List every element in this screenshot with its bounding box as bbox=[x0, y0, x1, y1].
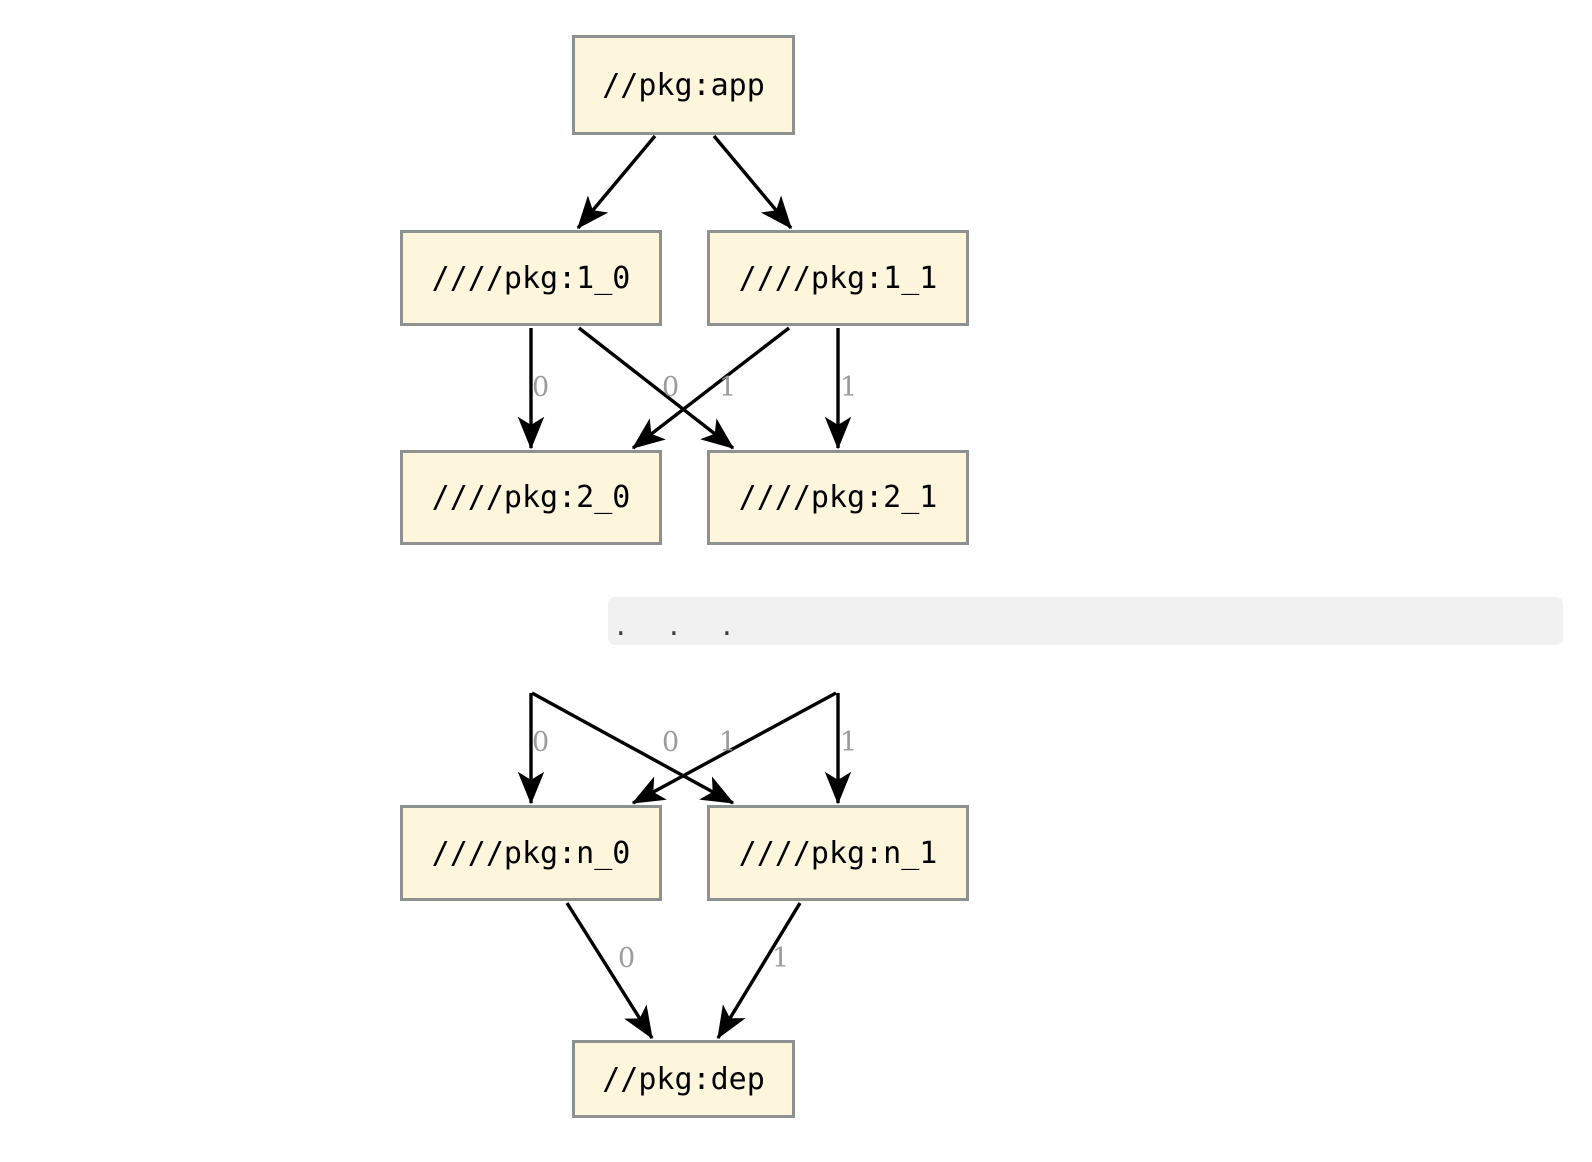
node-dep[interactable]: //pkg:dep bbox=[572, 1040, 795, 1118]
node-app[interactable]: //pkg:app bbox=[572, 35, 795, 135]
node-label: ////pkg:2_1 bbox=[738, 480, 938, 515]
edge-label-n_1-dep: 1 bbox=[772, 943, 790, 974]
edge-1_0-2_1 bbox=[577, 326, 735, 450]
node-nn_0[interactable]: ////pkg:n_0 bbox=[400, 805, 662, 901]
edge-label-x-n_1: 0 bbox=[662, 727, 680, 758]
edge-app-1_0 bbox=[576, 134, 657, 230]
edge-label-1_1-2_1: 1 bbox=[840, 372, 858, 403]
node-n2_0[interactable]: ////pkg:2_0 bbox=[400, 450, 662, 545]
node-n1_0[interactable]: ////pkg:1_0 bbox=[400, 230, 662, 326]
edge-paths bbox=[517, 134, 852, 1040]
edge-y-n_0 bbox=[631, 691, 837, 805]
node-label: //pkg:app bbox=[602, 67, 765, 103]
edge-app-1_1 bbox=[712, 134, 793, 230]
node-label: ////pkg:1_0 bbox=[431, 260, 631, 296]
edge-label-1_0-2_0: 0 bbox=[532, 372, 550, 403]
node-label: ////pkg:n_0 bbox=[431, 835, 631, 871]
node-n2_1[interactable]: ////pkg:2_1 bbox=[707, 450, 969, 545]
edge-label-1_0-2_1: 0 bbox=[662, 372, 680, 403]
ellipsis-separator-banner: . . . bbox=[608, 597, 1563, 645]
edge-n_0-dep bbox=[565, 902, 654, 1040]
node-nn_1[interactable]: ////pkg:n_1 bbox=[707, 805, 969, 901]
node-label: ////pkg:2_0 bbox=[431, 480, 631, 515]
edge-label-x-n_0: 0 bbox=[532, 727, 550, 758]
edge-label-n_0-dep: 0 bbox=[618, 943, 636, 974]
ellipsis-dots: . . . bbox=[616, 608, 749, 643]
edge-1_1-2_0 bbox=[631, 326, 791, 450]
node-label: //pkg:dep bbox=[602, 1061, 765, 1097]
edge-label-y-n_0: 1 bbox=[719, 727, 737, 758]
node-n1_1[interactable]: ////pkg:1_1 bbox=[707, 230, 969, 326]
edge-n_1-dep bbox=[716, 902, 802, 1040]
edge-x-n_1 bbox=[531, 691, 735, 805]
edge-label-y-n_1: 1 bbox=[840, 727, 858, 758]
node-label: ////pkg:n_1 bbox=[738, 835, 938, 871]
edge-label-1_1-2_0: 1 bbox=[719, 372, 737, 403]
node-label: ////pkg:1_1 bbox=[738, 260, 938, 296]
